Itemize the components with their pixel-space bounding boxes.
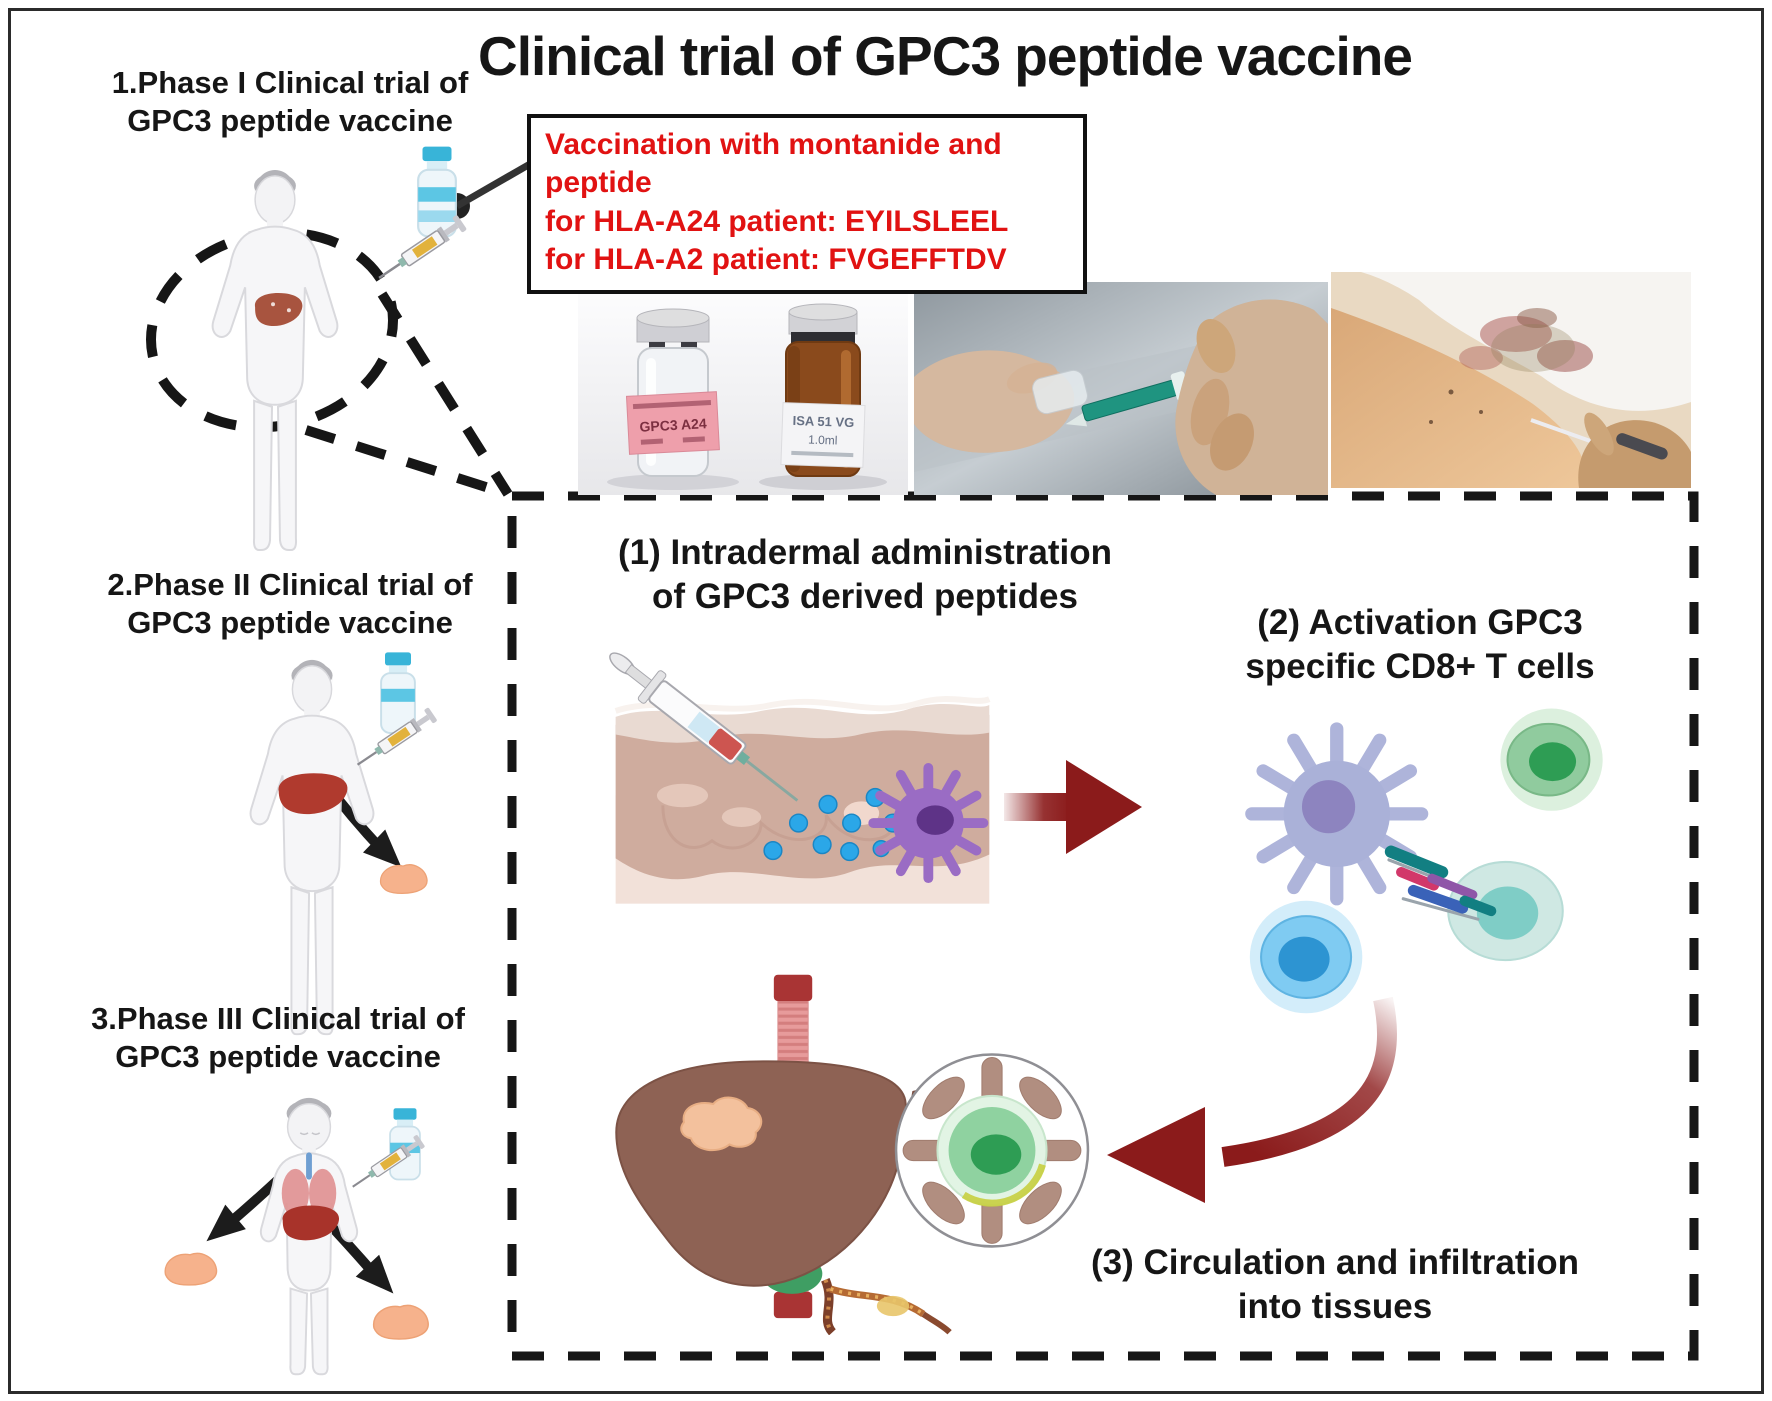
- vial-icon-phase1: [417, 146, 457, 238]
- vial-left-label-text: GPC3 A24: [639, 415, 707, 435]
- infiltrating-tcell-icon: [936, 1094, 1048, 1207]
- note-line-1: Vaccination with montanide and peptide: [545, 128, 1002, 200]
- green-cell-icon: [1500, 708, 1603, 811]
- tcr-mhc-complex: [1384, 845, 1497, 921]
- phase1-human-figure: [211, 169, 339, 552]
- callout-line-lower: [304, 425, 510, 499]
- step3-label: (3) Circulation and infiltration into ti…: [1090, 1243, 1580, 1326]
- syringe-icon-phase3: [352, 1135, 425, 1188]
- arrow-step2-to-step3: [1107, 996, 1397, 1203]
- vial-icon-phase2: [380, 652, 416, 734]
- liver-infiltration-illustration: [615, 974, 1090, 1335]
- connector-line: [455, 160, 532, 210]
- syringe-icon-phase2: [356, 707, 437, 766]
- phase3-child-figure: [259, 1097, 359, 1376]
- note-line-3: for HLA-A2 patient: FVGEFFTDV: [545, 243, 1007, 277]
- clinician-hand: [1578, 412, 1691, 488]
- vial-right-label-line2: 1.0ml: [808, 432, 838, 447]
- page-title: Clinical trial of GPC3 peptide vaccine: [478, 25, 1413, 87]
- photo-injection-site: [1331, 272, 1691, 488]
- phase2-human-figure: [249, 659, 375, 1036]
- amber-vial: ISA 51 VG 1.0ml: [780, 303, 866, 477]
- liver-icon: [278, 773, 348, 815]
- blue-cell-icon: [1249, 900, 1363, 1014]
- vaccination-note-box: Vaccination with montanide and peptide f…: [527, 114, 1087, 294]
- lungs-icon: [281, 1152, 337, 1218]
- vial-in-hand: [1032, 369, 1088, 415]
- callout-line-upper: [377, 291, 513, 497]
- vial-right-label-line1: ISA 51 VG: [792, 413, 854, 430]
- syringe-icon-phase1: [378, 215, 467, 279]
- photo-syringe-preparation: [914, 282, 1328, 495]
- injection-site-marks: [1429, 308, 1593, 424]
- vial-label-white: ISA 51 VG 1.0ml: [780, 402, 866, 468]
- phase3-label: 3.Phase III Clinical trial of GPC3 pepti…: [91, 1001, 465, 1074]
- phase2-label: 2.Phase II Clinical trial of GPC3 peptid…: [107, 567, 473, 640]
- tissue-blob-phase2: [379, 864, 428, 894]
- clear-vial: GPC3 A24: [625, 308, 720, 477]
- step2-label: (2) Activation GPC3 specific CD8+ T cell…: [1245, 603, 1595, 686]
- arrow-step1-to-step2: [1004, 760, 1142, 854]
- tumor-left: [680, 1096, 763, 1152]
- skin-area: [1331, 308, 1586, 488]
- dashed-process-box: [507, 491, 1699, 1361]
- liver-icon: [282, 1205, 340, 1241]
- tissue-blob-phase3-left: [164, 1252, 218, 1286]
- phase1-label: 1.Phase I Clinical trial of GPC3 peptide…: [111, 65, 469, 138]
- human-silhouette: [211, 169, 339, 552]
- photo-vials: GPC3 A24 ISA 51 VG 1.0ml: [578, 284, 908, 495]
- liver-icon: [254, 292, 303, 326]
- magnifier-circle: [894, 1053, 1090, 1248]
- tcell-activation-illustration: [1245, 708, 1603, 1014]
- bile-ducts: [821, 1278, 952, 1335]
- step1-label: (1) Intradermal administration of GPC3 d…: [618, 533, 1112, 616]
- syringe-icon: [609, 652, 799, 802]
- right-hand: [1175, 299, 1328, 495]
- outer-frame: [8, 8, 1764, 1394]
- note-line-2: for HLA-A24 patient: EYILSLEEL: [545, 204, 1009, 238]
- tissue-blob-phase3-right: [373, 1304, 429, 1340]
- intradermal-illustration: [609, 652, 991, 904]
- teal-tcell-icon: [1447, 860, 1564, 962]
- vial-label-pink: GPC3 A24: [625, 391, 720, 455]
